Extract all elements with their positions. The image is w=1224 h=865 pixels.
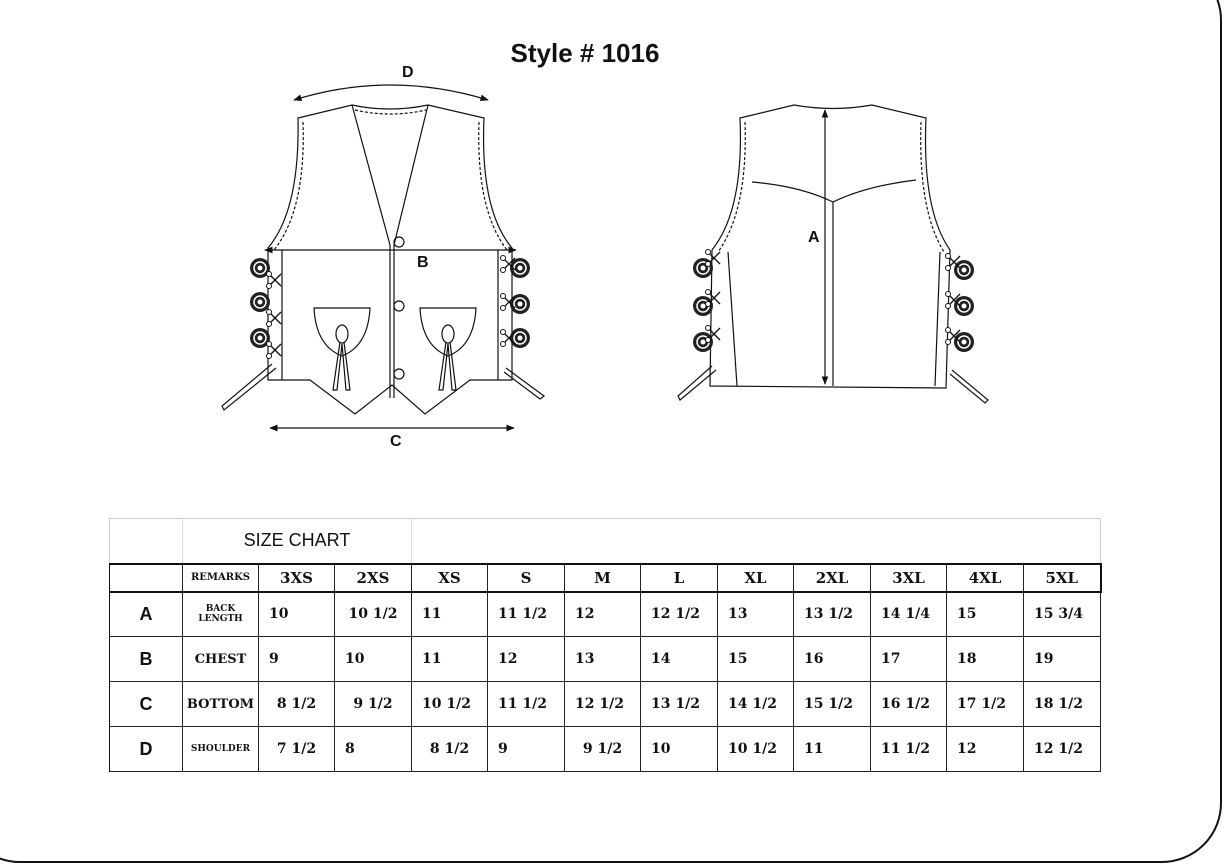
table-cell: 9 1/2: [564, 726, 641, 772]
dimension-label-b: B: [417, 254, 429, 271]
table-cell: 12 1/2: [1023, 726, 1101, 772]
table-cell: 17 1/2: [946, 681, 1024, 727]
table-row: D SHOULDER 7 1/2 8 8 1/2 9 9 1/2 10 10 1…: [109, 726, 1101, 772]
table-cell: 9 1/2: [334, 681, 412, 727]
table-cell: 8: [334, 726, 412, 772]
row-remark: BOTTOM: [182, 681, 259, 727]
table-cell: 19: [1023, 636, 1101, 682]
back-vest-drawing: [677, 104, 989, 404]
table-cell: 14: [640, 636, 718, 682]
row-key: C: [109, 681, 183, 727]
size-header: 3XS: [258, 562, 335, 593]
table-cell: 12 1/2: [640, 591, 718, 637]
size-header: L: [640, 562, 718, 593]
table-cell: 10: [334, 636, 412, 682]
table-cell: 12: [487, 636, 565, 682]
table-cell: 14 1/4: [870, 591, 947, 637]
table-cell: 12: [946, 726, 1024, 772]
row-remark: BACK LENGTH: [182, 591, 259, 637]
size-header: 2XS: [334, 562, 412, 593]
blank-cell: [109, 562, 183, 593]
table-cell: 18: [946, 636, 1024, 682]
table-cell: 10 1/2: [334, 591, 412, 637]
vest-diagram: [221, 84, 989, 432]
table-cell: 13 1/2: [793, 591, 871, 637]
row-remark: CHEST: [182, 636, 259, 682]
table-cell: 10: [258, 591, 335, 637]
table-cell: 11 1/2: [487, 681, 565, 727]
size-header: XL: [717, 562, 794, 593]
table-cell: 8 1/2: [411, 726, 488, 772]
size-chart-title: SIZE CHART: [182, 518, 412, 564]
table-cell: 12 1/2: [564, 681, 641, 727]
size-header: 4XL: [946, 562, 1024, 593]
table-cell: 14 1/2: [717, 681, 794, 727]
size-header: 5XL: [1023, 562, 1102, 593]
table-cell: 15 3/4: [1023, 591, 1101, 637]
front-vest-drawing: [221, 104, 546, 415]
table-cell: 10 1/2: [411, 681, 488, 727]
table-row: B CHEST 9 10 11 12 13 14 15 16 17 18 19: [109, 636, 1101, 682]
dimension-d-arrow: [293, 84, 489, 102]
table-cell: 11 1/2: [487, 591, 565, 637]
table-cell: 9: [487, 726, 565, 772]
row-key: D: [109, 726, 183, 772]
table-cell: 13 1/2: [640, 681, 718, 727]
table-cell: 10: [640, 726, 718, 772]
blank-cell: [109, 518, 183, 564]
size-header: S: [487, 562, 565, 593]
table-cell: 11: [411, 636, 488, 682]
size-header: 3XL: [870, 562, 947, 593]
table-cell: 15 1/2: [793, 681, 871, 727]
table-cell: 16 1/2: [870, 681, 947, 727]
size-chart-title-row: SIZE CHART: [109, 518, 1101, 564]
table-cell: 11: [793, 726, 871, 772]
table-cell: 18 1/2: [1023, 681, 1101, 727]
table-cell: 7 1/2: [258, 726, 335, 772]
dimension-label-a: A: [808, 229, 820, 246]
row-key: B: [109, 636, 183, 682]
size-header: XS: [411, 562, 488, 593]
row-remark: SHOULDER: [182, 726, 259, 772]
size-header: M: [564, 562, 641, 593]
table-cell: 11: [411, 591, 488, 637]
dimension-label-d: D: [402, 64, 414, 81]
remarks-header: REMARKS: [182, 562, 259, 593]
table-cell: 13: [717, 591, 794, 637]
size-chart-table: SIZE CHART REMARKS 3XS 2XS XS S M L XL 2…: [109, 518, 1102, 772]
table-cell: 16: [793, 636, 871, 682]
table-cell: 15: [946, 591, 1024, 637]
table-cell: 9: [258, 636, 335, 682]
table-cell: 17: [870, 636, 947, 682]
size-header: 2XL: [793, 562, 871, 593]
size-header-row: REMARKS 3XS 2XS XS S M L XL 2XL 3XL 4XL …: [109, 562, 1102, 593]
table-cell: 15: [717, 636, 794, 682]
table-cell: 11 1/2: [870, 726, 947, 772]
dimension-label-c: C: [390, 433, 402, 450]
table-cell: 12: [564, 591, 641, 637]
style-title: Style # 1016: [510, 38, 660, 68]
table-cell: 10 1/2: [717, 726, 794, 772]
table-cell: 13: [564, 636, 641, 682]
blank-cell: [411, 518, 1101, 564]
table-row: A BACK LENGTH 10 10 1/2 11 11 1/2 12 12 …: [109, 591, 1101, 637]
table-row: C BOTTOM 8 1/2 9 1/2 10 1/2 11 1/2 12 1/…: [109, 681, 1101, 727]
table-cell: 8 1/2: [258, 681, 335, 727]
row-key: A: [109, 591, 183, 637]
